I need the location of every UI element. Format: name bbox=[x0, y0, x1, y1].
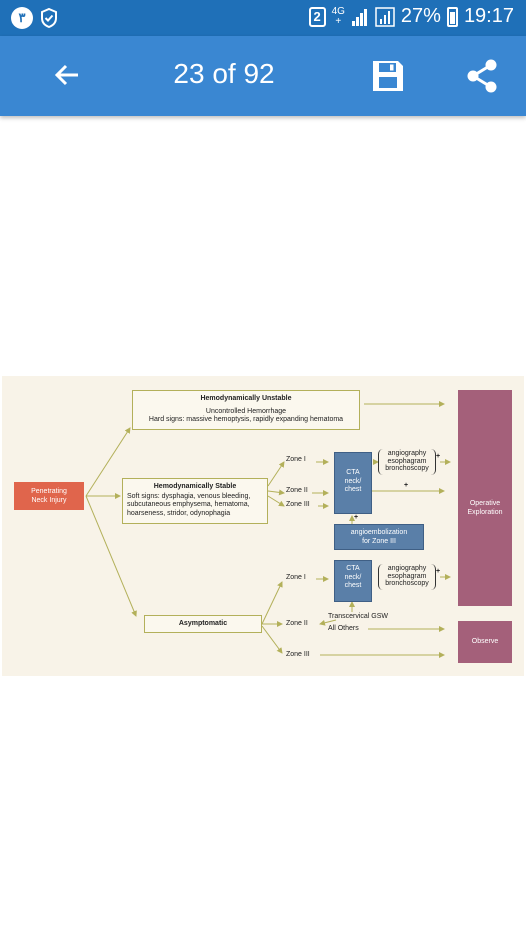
flowchart-arrows bbox=[85, 401, 451, 658]
node-operative-exploration: Operative Exploration bbox=[458, 390, 512, 606]
network-type: 4G + bbox=[331, 5, 345, 27]
stable-soft-signs: Soft signs: dysphagia, venous bleeding, … bbox=[127, 492, 251, 517]
signal-icon bbox=[351, 8, 367, 26]
unstable-line-1: Uncontrolled Hemorrhage bbox=[205, 407, 287, 415]
back-button[interactable] bbox=[46, 54, 88, 96]
unstable-title: Hemodynamically Unstable bbox=[200, 395, 292, 402]
share-button[interactable] bbox=[460, 54, 504, 98]
start-node-penetrating-neck-injury: Penetrating Neck Injury bbox=[14, 482, 84, 510]
stable-title: Hemodynamically Stable bbox=[153, 483, 237, 490]
save-icon bbox=[373, 61, 403, 91]
node-observe: Observe bbox=[458, 621, 512, 663]
share-icon bbox=[467, 59, 497, 93]
node-diagnostic-studies: angiography esophagram bronchoscopy bbox=[378, 449, 436, 475]
save-button[interactable] bbox=[366, 54, 410, 98]
unstable-line-2: Hard signs: massive hemoptysis, rapidly … bbox=[148, 416, 344, 423]
notification-badge: ٣ bbox=[11, 7, 33, 29]
clock: 19:17 bbox=[463, 5, 514, 27]
signal-sim2-icon bbox=[375, 6, 395, 27]
app-bar: 23 of 92 bbox=[0, 36, 526, 116]
sim-slot-icon: 2 bbox=[308, 6, 326, 27]
label-all-others: All Others bbox=[328, 625, 359, 632]
plus-result: + bbox=[436, 568, 441, 575]
node-asymptomatic: Asymptomatic bbox=[144, 615, 262, 633]
status-bar: ٣ 2 4G + 27% 19:17 bbox=[0, 0, 526, 36]
battery-icon bbox=[446, 6, 458, 27]
node-hemodynamically-stable: Hemodynamically Stable Soft signs: dysph… bbox=[122, 478, 268, 524]
zone-label: Zone I bbox=[286, 456, 306, 463]
page-indicator: 23 of 92 bbox=[173, 58, 275, 89]
plus-result: + bbox=[354, 514, 359, 521]
arrow-back-icon bbox=[54, 64, 78, 86]
node-hemodynamically-unstable: Hemodynamically Unstable Uncontrolled He… bbox=[132, 390, 360, 430]
zone-label: Zone I bbox=[286, 574, 306, 581]
node-cta-neck-chest: CTA neck/ chest bbox=[334, 560, 372, 602]
battery-percent: 27% bbox=[400, 5, 441, 27]
label-transcervical-gsw: Transcervical GSW bbox=[328, 613, 389, 620]
shield-check-icon bbox=[41, 8, 57, 28]
node-cta-neck-chest: CTA neck/ chest bbox=[334, 452, 372, 514]
node-diagnostic-studies: angiography esophagram bronchoscopy bbox=[378, 564, 436, 590]
flowchart-figure: Penetrating Neck Injury Hemodynamically … bbox=[2, 376, 524, 676]
zone-label: Zone II bbox=[286, 487, 308, 494]
zone-label: Zone II bbox=[286, 620, 308, 627]
zone-label: Zone III bbox=[286, 651, 310, 658]
plus-result: + bbox=[404, 482, 409, 489]
node-angioembolization: angioembolization for Zone III bbox=[334, 524, 424, 550]
plus-result: + bbox=[436, 453, 441, 460]
zone-label: Zone III bbox=[286, 501, 310, 508]
